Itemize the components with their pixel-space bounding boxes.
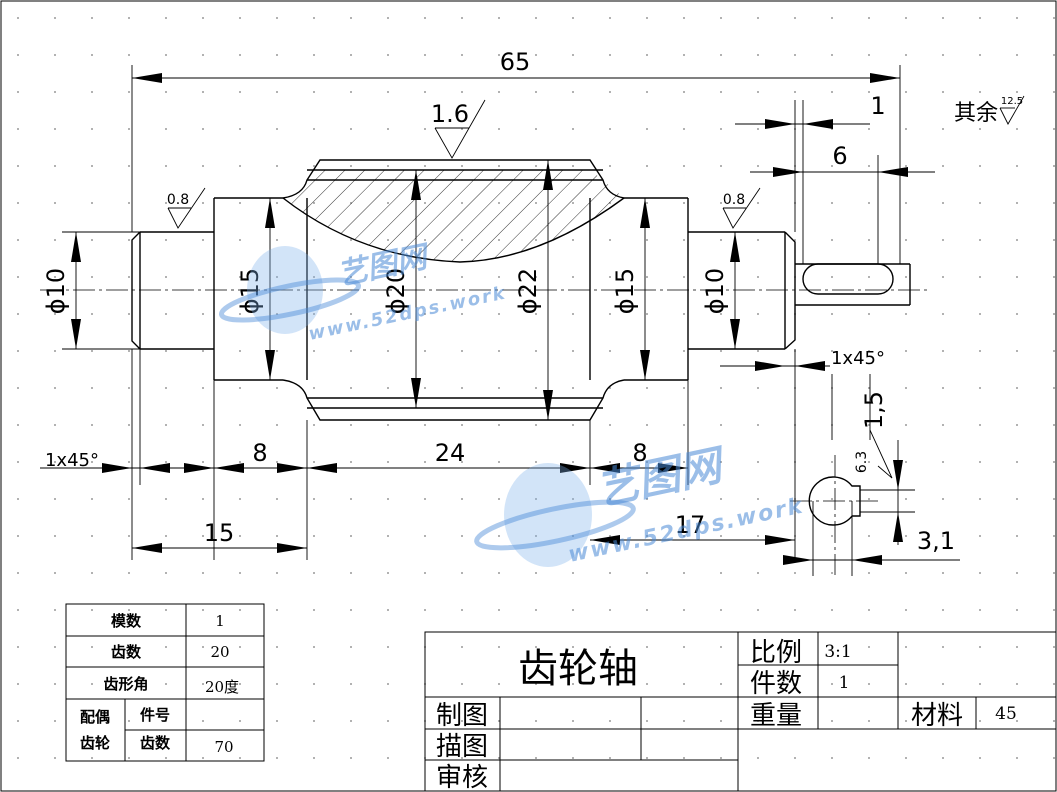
dim-overall-length: 65 [500, 48, 531, 76]
roughness-section: 6.3 [854, 451, 870, 473]
param-module-label: 模数 [111, 612, 142, 630]
dim-len-left-total: 15 [204, 519, 235, 547]
param-part-no-label: 件号 [140, 706, 170, 724]
param-mating-teeth-value: 70 [214, 738, 233, 756]
dim-len-gear: 24 [435, 439, 466, 467]
keyway-cross-section [783, 374, 960, 576]
param-teeth-label: 齿数 [111, 643, 142, 661]
title-block [424, 631, 1057, 792]
param-mating-label-2: 齿轮 [80, 734, 110, 752]
dim-keyway-depth: 1,5 [860, 391, 888, 429]
dimension-lines [40, 65, 935, 560]
material-label: 材料 [911, 701, 963, 731]
gear-parameter-table [65, 603, 265, 762]
dim-chamfer-left: 1x45° [45, 450, 99, 471]
roughness-gear: 1.6 [431, 100, 469, 128]
weight-label: 重量 [750, 701, 802, 731]
dim-dia-right-shoulder: ϕ15 [611, 268, 639, 314]
roughness-rest-label: 其余 [954, 101, 998, 126]
drawn-by-label: 制图 [436, 701, 488, 731]
checked-by-label: 审核 [436, 763, 488, 792]
qty-label: 件数 [750, 669, 802, 699]
dim-keyway-length: 6 [832, 142, 847, 170]
part-name: 齿轮轴 [518, 646, 638, 692]
dim-dia-right-end: ϕ10 [701, 268, 729, 314]
dim-dia-root: ϕ20 [382, 268, 410, 314]
scale-value: 3:1 [824, 642, 851, 662]
traced-by-label: 描图 [436, 732, 488, 762]
roughness-rest-value: 12.5 [1001, 96, 1023, 107]
qty-value: 1 [839, 673, 850, 693]
dim-section-width: 3,1 [917, 527, 955, 555]
param-pressure-angle-label: 齿形角 [103, 675, 148, 693]
dim-len-shoulder-left: 8 [252, 439, 267, 467]
dim-len-shoulder-right: 8 [632, 439, 647, 467]
dim-dia-left-end: ϕ10 [42, 268, 70, 314]
dim-dia-tip: ϕ22 [514, 268, 542, 314]
dim-chamfer-right: 1x45° [831, 348, 885, 369]
material-value: 45 [995, 704, 1017, 724]
roughness-symbols [167, 95, 1025, 479]
dim-len-to-keyway: 17 [675, 511, 706, 539]
param-mating-teeth-label: 齿数 [140, 734, 171, 752]
roughness-right-journal: 0.8 [723, 192, 745, 208]
param-mating-label-1: 配偶 [80, 708, 110, 726]
dim-keyway-offset: 1 [870, 92, 885, 120]
roughness-left-journal: 0.8 [167, 192, 189, 208]
dim-dia-left-shoulder: ϕ15 [236, 268, 264, 314]
param-module-value: 1 [215, 612, 225, 630]
scale-label: 比例 [750, 638, 802, 668]
param-pressure-angle-value: 20度 [205, 678, 239, 696]
param-teeth-value: 20 [210, 643, 229, 661]
